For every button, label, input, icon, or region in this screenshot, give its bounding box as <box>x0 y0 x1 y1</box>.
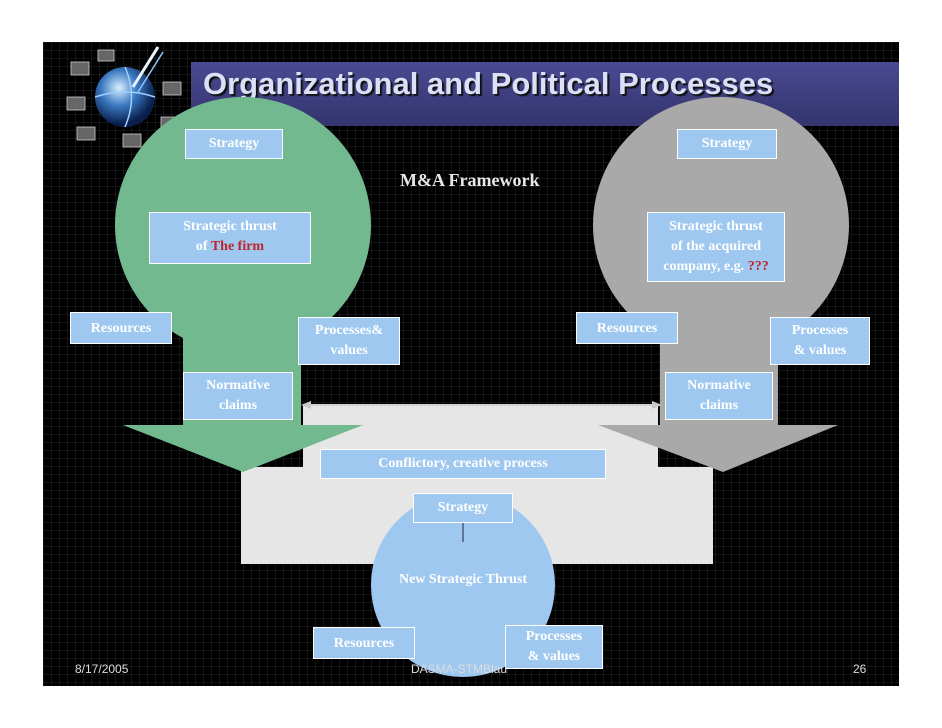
slide-title: Organizational and Political Processes <box>203 66 774 101</box>
new-resources-box: Resources <box>313 627 415 659</box>
left-normative-line1: Normative <box>206 378 270 393</box>
framework-label: M&A Framework <box>400 170 540 190</box>
new-thrust-box: New Strategic Thrust <box>373 566 553 596</box>
right-resources-label: Resources <box>596 321 658 336</box>
left-thrust-highlight: The firm <box>210 239 265 254</box>
new-processes-line2: & values <box>527 649 581 664</box>
footer-center: DASMA-STMBlau <box>411 662 508 676</box>
new-strategy-box: Strategy <box>413 493 513 523</box>
left-processes-box: Processes& values <box>298 317 400 365</box>
right-processes-line2: & values <box>793 343 847 358</box>
right-strategy-box: Strategy <box>677 129 777 159</box>
new-resources-label: Resources <box>333 636 395 651</box>
left-normative-box: Normative claims <box>183 372 293 420</box>
right-normative-line1: Normative <box>687 378 751 393</box>
right-thrust-line2: of the acquired <box>671 239 761 254</box>
right-thrust-prefix: company, e.g. <box>663 259 745 274</box>
left-arrow-head <box>123 425 363 472</box>
left-resources-box: Resources <box>70 312 172 344</box>
left-thrust-prefix: of <box>195 239 208 254</box>
left-thrust-box: Strategic thrust of The firm <box>149 212 311 264</box>
right-processes-line1: Processes <box>791 323 849 338</box>
footer-date: 8/17/2005 <box>75 662 129 676</box>
left-processes-line1: Processes& <box>314 323 384 338</box>
slide: Organizational and Political Processes M… <box>43 42 899 686</box>
right-thrust-box: Strategic thrust of the acquired company… <box>647 212 785 282</box>
left-strategy-box: Strategy <box>185 129 283 159</box>
left-strategy-label: Strategy <box>208 136 260 151</box>
right-normative-line2: claims <box>699 398 739 413</box>
right-resources-box: Resources <box>576 312 678 344</box>
right-strategy-label: Strategy <box>701 136 753 151</box>
left-processes-line2: values <box>330 343 368 358</box>
new-processes-line1: Processes <box>525 629 583 644</box>
conflict-process-box: Conflictory, creative process <box>320 449 606 479</box>
left-thrust-line1: Strategic thrust <box>183 219 277 234</box>
network-globe-logo <box>66 46 182 148</box>
right-thrust-line1: Strategic thrust <box>669 219 763 234</box>
footer-page-number: 26 <box>853 662 867 676</box>
new-thrust-label: New Strategic Thrust <box>398 572 528 587</box>
right-processes-box: Processes & values <box>770 317 870 365</box>
new-processes-box: Processes & values <box>505 625 603 669</box>
right-normative-box: Normative claims <box>665 372 773 420</box>
right-thrust-highlight: ??? <box>747 259 769 274</box>
right-arrow-head <box>598 425 838 472</box>
conflict-process-label: Conflictory, creative process <box>378 456 548 471</box>
left-normative-line2: claims <box>218 398 258 413</box>
merge-arrow-shape <box>241 404 713 564</box>
new-strategy-label: Strategy <box>437 500 489 515</box>
left-resources-label: Resources <box>90 321 152 336</box>
